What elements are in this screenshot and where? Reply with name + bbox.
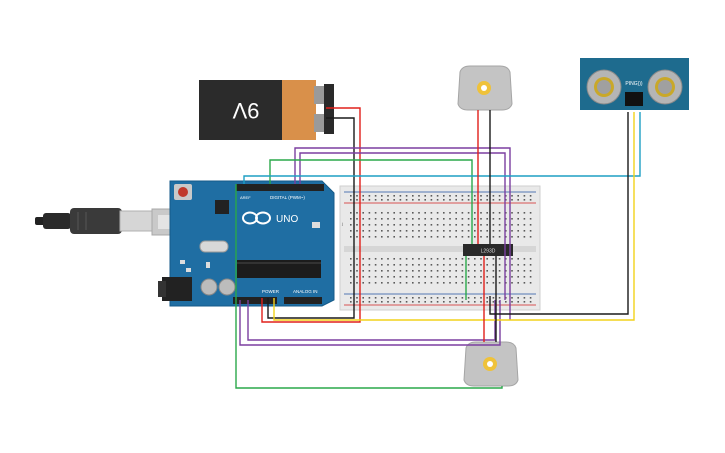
reset-button[interactable] — [178, 187, 188, 197]
sensor-power-wire[interactable] — [273, 112, 635, 321]
aref-label: AREF — [240, 195, 251, 200]
digital-label: DIGITAL (PWM~) — [270, 195, 305, 200]
purple-wire-1[interactable] — [294, 147, 511, 320]
battery-negative-wire[interactable] — [267, 117, 355, 319]
analog-header[interactable] — [284, 297, 322, 304]
arduino-uno-board[interactable]: UNO DIGITAL (PWM~) AREF POWER ANALOG IN — [158, 180, 335, 307]
usb-cable[interactable] — [35, 208, 193, 236]
battery-9v[interactable]: 9V — [199, 80, 334, 140]
sensor-signal-wire[interactable] — [243, 112, 641, 184]
row-letters-top: j — [341, 221, 343, 226]
sensor-label: PING))) — [625, 81, 643, 87]
chip-label: L293D — [481, 249, 496, 255]
digital-header[interactable] — [236, 184, 324, 191]
green-wire-2[interactable] — [235, 184, 503, 389]
arduino-logo-icon — [242, 211, 271, 225]
battery-label: 9V — [232, 98, 259, 123]
atmega-chip — [237, 260, 321, 278]
green-wire-1[interactable] — [269, 159, 473, 244]
ultrasonic-sensor[interactable]: PING))) — [580, 58, 689, 110]
l293d-chip[interactable]: L293D — [463, 244, 513, 256]
purple-wire-2[interactable] — [299, 152, 506, 300]
power-header[interactable] — [233, 297, 277, 304]
dc-motor-bottom[interactable] — [463, 341, 519, 387]
wires — [235, 107, 641, 389]
sensor-ground-wire[interactable] — [489, 112, 629, 315]
power-label: POWER — [262, 289, 280, 294]
analog-label: ANALOG IN — [293, 289, 318, 294]
battery-positive-wire[interactable] — [261, 107, 361, 323]
board-brand-label: UNO — [276, 214, 298, 225]
purple-wire-3[interactable] — [239, 300, 501, 346]
dc-motor-top[interactable] — [457, 65, 513, 111]
